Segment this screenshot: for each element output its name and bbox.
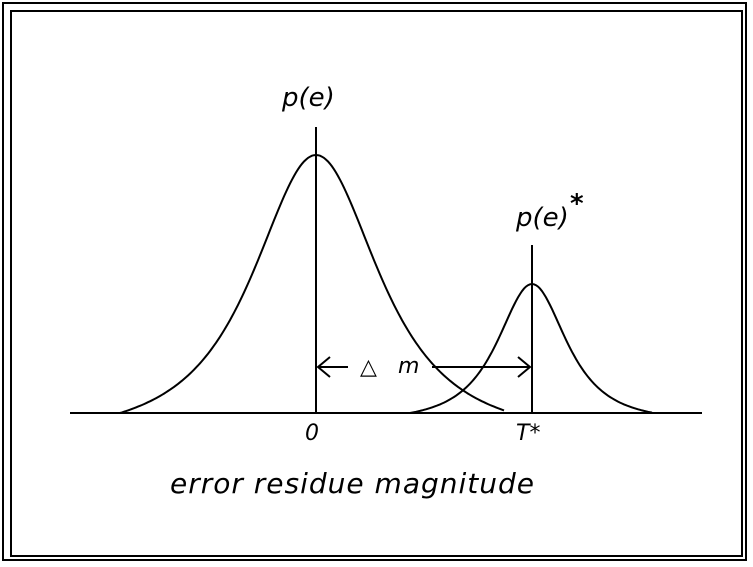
p-e-curve: [119, 153, 505, 414]
p-e-label: p(e): [281, 83, 335, 113]
p-e-star-label: p(e): [515, 203, 569, 233]
t-star-tick-label: T*: [516, 421, 540, 446]
p-e-star-curve: [409, 282, 653, 414]
right-arrowhead: [517, 356, 532, 378]
left-arrowhead: [316, 356, 331, 378]
p-e-star-asterisk: *: [570, 189, 584, 219]
inner-frame: [10, 10, 743, 557]
delta-m-dimension: △ m: [316, 354, 532, 380]
delta-m-label: m: [398, 354, 419, 379]
x-axis-label: error residue magnitude: [170, 467, 535, 500]
origin-tick-label: 0: [305, 421, 319, 446]
outer-frame: [2, 2, 747, 561]
delta-symbol: △: [360, 355, 377, 380]
